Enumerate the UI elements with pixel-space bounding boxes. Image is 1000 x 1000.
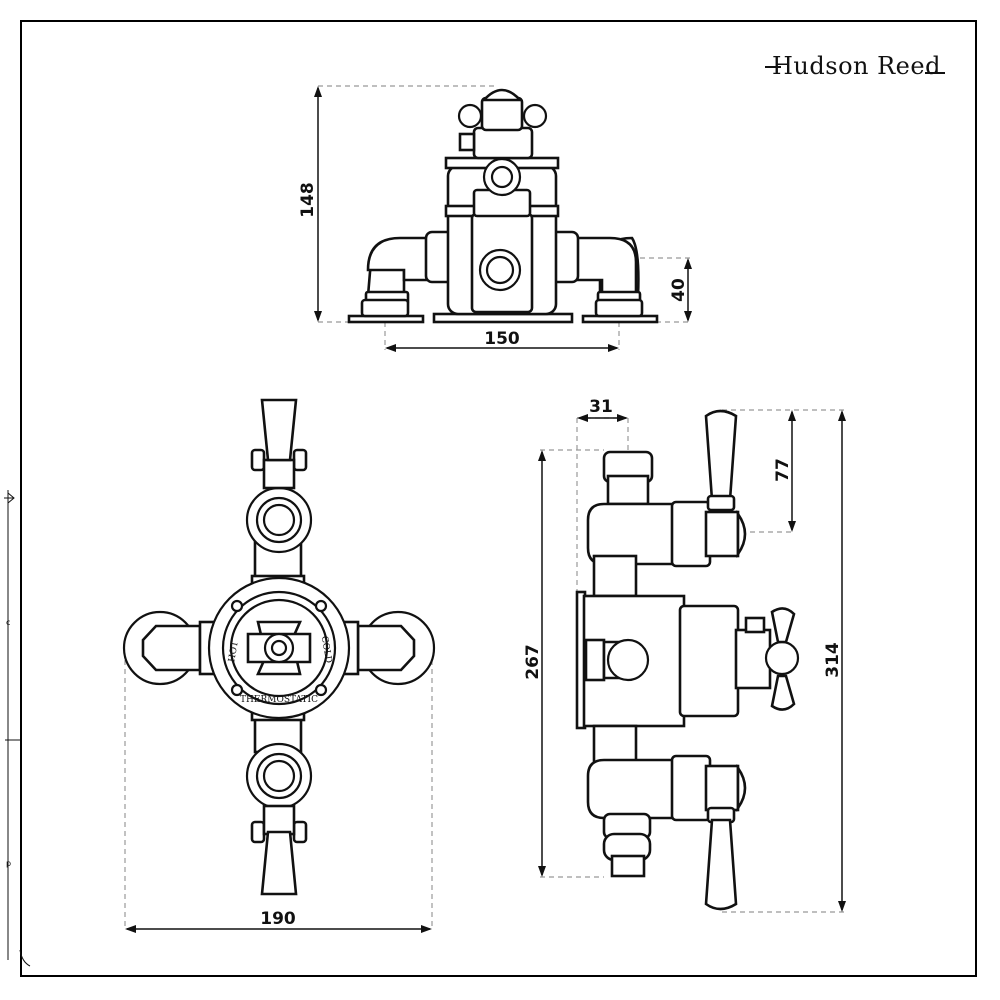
side-offset-label: 31 bbox=[589, 397, 613, 417]
side-body-height-label: 267 bbox=[523, 644, 543, 680]
front-height-label: 148 bbox=[298, 182, 318, 218]
dial-hot-label: HOT bbox=[227, 640, 241, 663]
dial-cold-label: COLD bbox=[319, 635, 334, 664]
brand-rule-left bbox=[765, 66, 781, 68]
brand-rule-right bbox=[925, 72, 945, 74]
front-view bbox=[314, 85, 692, 352]
brand-logo: Hudson Reed bbox=[772, 52, 941, 80]
margin-mark-p: p bbox=[6, 859, 11, 868]
front-depth-label: 40 bbox=[669, 278, 689, 302]
margin-mark-c: c bbox=[6, 618, 10, 627]
side-handle-label: 77 bbox=[773, 458, 793, 482]
side-overall-height-label: 314 bbox=[823, 642, 843, 678]
front-width-label: 150 bbox=[484, 329, 520, 349]
left-margin-marks bbox=[4, 490, 31, 967]
brand-name: Hudson Reed bbox=[772, 52, 941, 80]
side-view bbox=[538, 409, 846, 913]
drawing-frame bbox=[20, 20, 977, 977]
face-width-label: 190 bbox=[260, 909, 296, 929]
face-view: HOT COLD THERMOSTATIC bbox=[122, 398, 436, 933]
dial-thermostatic-label: THERMOSTATIC bbox=[240, 695, 318, 705]
